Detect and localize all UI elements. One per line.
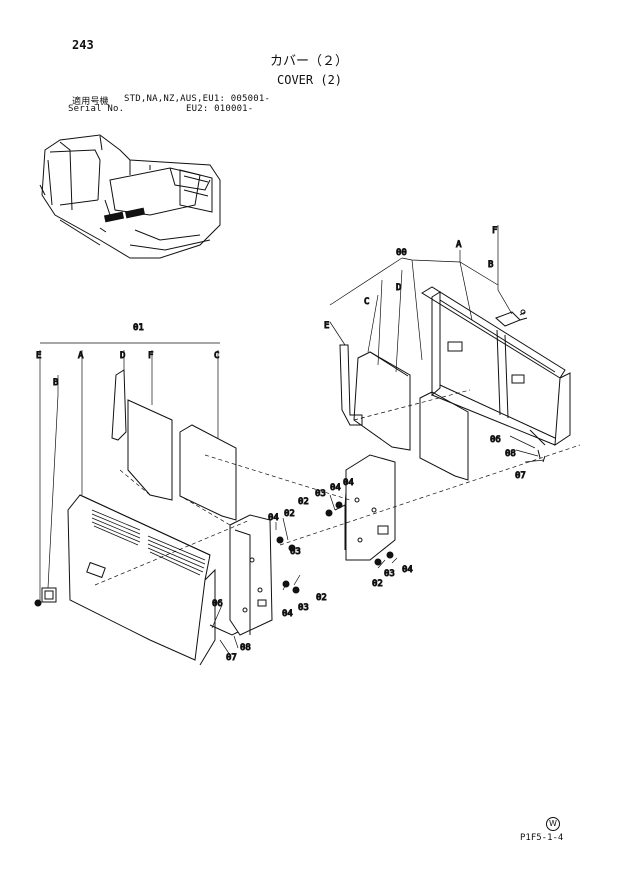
main-cover-left bbox=[67, 494, 216, 666]
serial-line-1: STD,NA,NZ,AUS,EU1: 005001- bbox=[124, 94, 271, 104]
callout-08-right: 08 bbox=[505, 449, 516, 459]
panel-d-right bbox=[419, 391, 469, 481]
seal-d-left bbox=[111, 369, 127, 441]
page-number: 243 bbox=[72, 38, 94, 52]
callout-04-a: 04 bbox=[268, 513, 279, 523]
callout-03-a: 03 bbox=[290, 547, 301, 557]
bracket-right bbox=[325, 454, 396, 566]
callout-03-c: 03 bbox=[315, 489, 326, 499]
footer-code: P1F5-1-4 bbox=[520, 833, 564, 843]
callout-c-right: C bbox=[364, 297, 369, 307]
callout-02-d: 02 bbox=[372, 579, 383, 589]
panel-c-right bbox=[353, 351, 411, 451]
callout-f-right: F bbox=[492, 226, 497, 236]
callout-03-d: 03 bbox=[384, 569, 395, 579]
callout-c-left: C bbox=[214, 351, 219, 361]
excavator-thumbnail bbox=[39, 134, 221, 259]
callout-07-left: 07 bbox=[226, 653, 237, 663]
circled-w-mark: W bbox=[546, 817, 560, 831]
callout-02-b: 02 bbox=[316, 593, 327, 603]
callout-04-b: 04 bbox=[282, 609, 293, 619]
seal-e-right bbox=[339, 344, 363, 426]
callout-d-right: D bbox=[396, 283, 401, 293]
callout-06-left: 06 bbox=[212, 599, 223, 609]
callout-00: 00 bbox=[396, 248, 407, 258]
callout-03-b: 03 bbox=[298, 603, 309, 613]
callout-labels: 00 A F B D C E 01 E A D F C B 02 04 03 0… bbox=[36, 226, 527, 664]
callout-04-d: 04 bbox=[343, 478, 354, 488]
callout-06-right: 06 bbox=[490, 435, 501, 445]
callout-02-a: 02 bbox=[284, 509, 295, 519]
leader-lines bbox=[39, 225, 581, 656]
callout-04-c: 04 bbox=[330, 483, 341, 493]
callout-e-left: E bbox=[36, 351, 41, 361]
callout-b-left: B bbox=[53, 378, 58, 388]
serial-line-2: EU2: 010001- bbox=[186, 104, 254, 114]
callout-d-left: D bbox=[120, 351, 125, 361]
callout-08-left: 08 bbox=[240, 643, 251, 653]
callout-02-c: 02 bbox=[298, 497, 309, 507]
callout-f-left: F bbox=[148, 351, 153, 361]
callout-e-right: E bbox=[324, 321, 329, 331]
callout-b-right: B bbox=[488, 260, 493, 270]
clip-e-left bbox=[34, 587, 57, 607]
title-english: COVER (2) bbox=[277, 73, 343, 87]
panel-c-left bbox=[179, 424, 237, 521]
callout-a-left: A bbox=[78, 351, 84, 361]
serial-label-jp: 適用号機 bbox=[72, 97, 109, 107]
panel-f-left bbox=[127, 399, 173, 501]
callout-a-right: A bbox=[456, 240, 462, 250]
serial-label-en: Serial No. bbox=[68, 104, 125, 114]
callout-01: 01 bbox=[133, 323, 144, 333]
callout-07-right: 07 bbox=[515, 471, 526, 481]
title-japanese: カバー（２） bbox=[270, 54, 349, 69]
callout-04-e: 04 bbox=[402, 565, 413, 575]
